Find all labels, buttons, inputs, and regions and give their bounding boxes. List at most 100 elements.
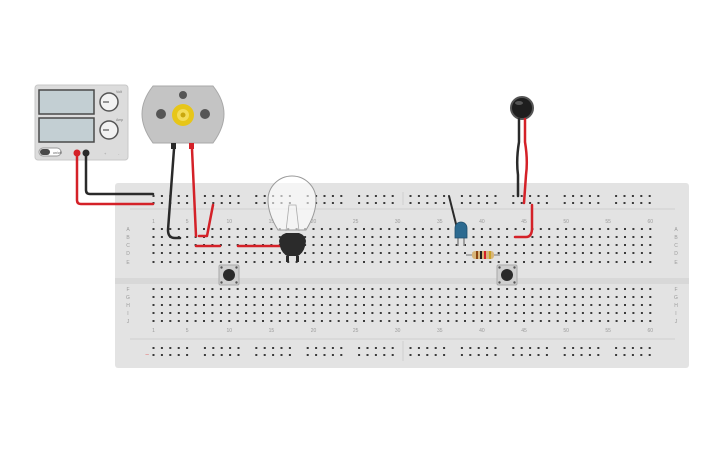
breadboard-hole[interactable] [228, 236, 231, 238]
breadboard-hole[interactable] [262, 296, 264, 298]
breadboard-hole[interactable] [438, 244, 441, 246]
breadboard-hole[interactable] [455, 288, 458, 290]
breadboard-hole[interactable] [272, 347, 275, 349]
breadboard-hole[interactable] [624, 304, 626, 306]
breadboard-hole[interactable] [262, 228, 264, 230]
breadboard-hole[interactable] [379, 252, 382, 254]
breadboard-hole[interactable] [212, 202, 215, 204]
breadboard-hole[interactable] [438, 228, 441, 230]
breadboard-hole[interactable] [379, 244, 382, 246]
breadboard-hole[interactable] [346, 288, 349, 290]
breadboard-hole[interactable] [590, 228, 593, 230]
breadboard-hole[interactable] [160, 195, 163, 197]
breadboard-hole[interactable] [229, 354, 232, 356]
breadboard-hole[interactable] [598, 304, 601, 306]
breadboard-hole[interactable] [363, 304, 365, 306]
breadboard-hole[interactable] [253, 304, 256, 306]
breadboard-hole[interactable] [430, 236, 433, 238]
vibration-motor[interactable] [510, 96, 534, 120]
breadboard-hole[interactable] [472, 304, 475, 306]
breadboard-hole[interactable] [417, 202, 420, 204]
breadboard-hole[interactable] [434, 347, 437, 349]
breadboard-hole[interactable] [514, 296, 517, 298]
breadboard-hole[interactable] [203, 195, 206, 197]
breadboard-hole[interactable] [413, 228, 416, 230]
breadboard-hole[interactable] [514, 244, 517, 246]
breadboard-hole[interactable] [529, 195, 532, 197]
breadboard-hole[interactable] [346, 252, 349, 254]
breadboard-hole[interactable] [304, 261, 307, 263]
breadboard-hole[interactable] [497, 261, 500, 263]
breadboard-hole[interactable] [329, 252, 332, 254]
breadboard-hole[interactable] [512, 195, 515, 197]
breadboard-hole[interactable] [421, 244, 424, 246]
breadboard-hole[interactable] [573, 320, 576, 322]
breadboard-hole[interactable] [590, 261, 593, 263]
breadboard-hole[interactable] [413, 296, 416, 298]
breadboard-hole[interactable] [421, 320, 424, 322]
breadboard-hole[interactable] [337, 304, 340, 306]
breadboard-hole[interactable] [396, 296, 399, 298]
breadboard-hole[interactable] [295, 304, 298, 306]
breadboard-hole[interactable] [590, 288, 593, 290]
breadboard-hole[interactable] [615, 202, 618, 204]
breadboard-hole[interactable] [320, 312, 323, 314]
breadboard-hole[interactable] [374, 195, 377, 197]
breadboard-hole[interactable] [480, 304, 483, 306]
breadboard-hole[interactable] [329, 312, 332, 314]
breadboard-hole[interactable] [548, 252, 551, 254]
breadboard-hole[interactable] [194, 320, 197, 322]
breadboard-hole[interactable] [580, 347, 583, 349]
breadboard-hole[interactable] [640, 296, 643, 298]
breadboard-hole[interactable] [556, 252, 559, 254]
breadboard-hole[interactable] [346, 312, 349, 314]
breadboard-hole[interactable] [374, 202, 377, 204]
breadboard-hole[interactable] [597, 354, 600, 356]
breadboard-hole[interactable] [388, 252, 391, 254]
breadboard-hole[interactable] [548, 244, 551, 246]
breadboard-hole[interactable] [186, 296, 189, 298]
breadboard-hole[interactable] [438, 312, 441, 314]
breadboard-hole[interactable] [413, 312, 416, 314]
breadboard-hole[interactable] [169, 320, 172, 322]
breadboard-hole[interactable] [430, 296, 433, 298]
breadboard-hole[interactable] [548, 236, 551, 238]
breadboard-hole[interactable] [447, 261, 450, 263]
breadboard-hole[interactable] [486, 195, 489, 197]
breadboard-hole[interactable] [640, 312, 643, 314]
breadboard-hole[interactable] [506, 244, 509, 246]
breadboard-hole[interactable] [323, 354, 326, 356]
breadboard-hole[interactable] [160, 261, 163, 263]
breadboard-hole[interactable] [460, 347, 463, 349]
breadboard-hole[interactable] [514, 320, 517, 322]
breadboard-hole[interactable] [523, 304, 525, 306]
breadboard-hole[interactable] [219, 244, 222, 246]
breadboard-hole[interactable] [253, 236, 256, 238]
breadboard-hole[interactable] [426, 354, 429, 356]
breadboard-hole[interactable] [649, 296, 652, 298]
breadboard-hole[interactable] [523, 296, 525, 298]
breadboard-hole[interactable] [263, 195, 266, 197]
breadboard-hole[interactable] [211, 288, 214, 290]
breadboard-hole[interactable] [447, 244, 450, 246]
breadboard-hole[interactable] [556, 244, 559, 246]
breadboard-hole[interactable] [270, 296, 273, 298]
breadboard-hole[interactable] [640, 228, 643, 230]
breadboard-hole[interactable] [383, 354, 386, 356]
breadboard-hole[interactable] [270, 228, 273, 230]
breadboard-hole[interactable] [211, 228, 214, 230]
breadboard-hole[interactable] [396, 236, 399, 238]
breadboard-hole[interactable] [447, 296, 450, 298]
breadboard-hole[interactable] [203, 202, 206, 204]
breadboard-hole[interactable] [537, 347, 540, 349]
breadboard-hole[interactable] [514, 228, 517, 230]
breadboard-hole[interactable] [497, 236, 500, 238]
breadboard-hole[interactable] [169, 354, 172, 356]
breadboard-hole[interactable] [529, 202, 532, 204]
breadboard-hole[interactable] [337, 261, 340, 263]
breadboard-hole[interactable] [177, 252, 180, 254]
breadboard-hole[interactable] [623, 347, 626, 349]
breadboard-hole[interactable] [545, 202, 548, 204]
breadboard-hole[interactable] [520, 354, 523, 356]
breadboard-hole[interactable] [409, 347, 412, 349]
